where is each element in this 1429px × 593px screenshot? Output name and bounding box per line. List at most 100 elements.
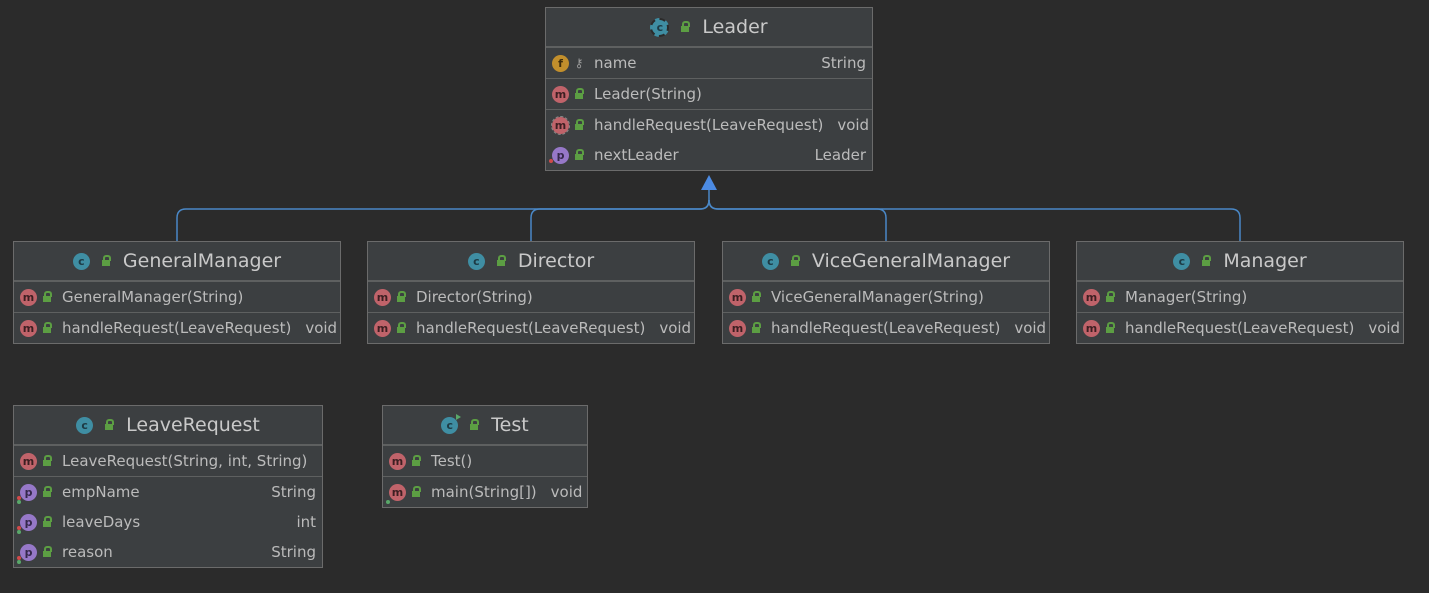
member-signature: Test(): [431, 452, 473, 470]
class-icon: c: [467, 252, 485, 270]
property-row[interactable]: p empName String: [14, 477, 322, 507]
member-signature: handleRequest(LeaveRequest): [1125, 319, 1355, 337]
lock-icon: [411, 486, 421, 498]
methods-section: m handleRequest(LeaveRequest) void: [1077, 312, 1403, 343]
lock-icon: [574, 88, 584, 100]
member-type: int: [296, 513, 316, 531]
lock-icon: [1105, 322, 1115, 334]
lock-icon: [42, 486, 52, 498]
field-row[interactable]: f ⚷ name String: [546, 48, 872, 78]
methods-section: m handleRequest(LeaveRequest) void p nex…: [546, 109, 872, 170]
constructors-section: m GeneralManager(String): [14, 281, 340, 312]
class-header: c Test: [383, 406, 587, 445]
lock-icon: [680, 21, 691, 33]
class-icon: c: [72, 252, 90, 270]
static-method-icon: m: [386, 483, 406, 504]
lock-icon: [790, 255, 800, 267]
member-signature: LeaveRequest(String, int, String): [62, 452, 308, 470]
property-icon: p: [17, 513, 37, 534]
method-row[interactable]: m handleRequest(LeaveRequest) void: [723, 313, 1049, 343]
method-icon: m: [20, 288, 37, 306]
property-row[interactable]: p nextLeader Leader: [546, 140, 872, 170]
class-name: Director: [517, 250, 595, 272]
fields-section: f ⚷ name String: [546, 47, 872, 78]
method-icon: m: [729, 288, 746, 306]
lock-icon: [411, 455, 421, 467]
member-type: Leader: [814, 146, 866, 164]
lock-icon: [574, 149, 584, 161]
runnable-class-icon: c: [441, 413, 462, 434]
member-signature: Leader(String): [594, 85, 702, 103]
property-row[interactable]: p reason String: [14, 537, 322, 567]
member-signature: handleRequest(LeaveRequest): [594, 116, 824, 134]
class-header: c ViceGeneralManager: [723, 242, 1049, 281]
class-name: Leader: [702, 16, 768, 38]
class-director[interactable]: c Director m Director(String) m handleRe…: [367, 241, 695, 344]
method-row[interactable]: m handleRequest(LeaveRequest) void: [14, 313, 340, 343]
method-row[interactable]: m handleRequest(LeaveRequest) void: [546, 110, 872, 140]
constructors-section: m LeaveRequest(String, int, String): [14, 445, 322, 476]
member-signature: reason: [62, 543, 113, 561]
method-row[interactable]: m handleRequest(LeaveRequest) void: [368, 313, 694, 343]
class-leader[interactable]: c Leader f ⚷ name String m Leader(String…: [545, 7, 873, 171]
methods-section: m handleRequest(LeaveRequest) void: [723, 312, 1049, 343]
constructors-section: m Manager(String): [1077, 281, 1403, 312]
class-header: c LeaveRequest: [14, 406, 322, 445]
member-signature: handleRequest(LeaveRequest): [62, 319, 292, 337]
class-name: LeaveRequest: [126, 414, 260, 436]
property-row[interactable]: p leaveDays int: [14, 507, 322, 537]
lock-icon: [42, 546, 52, 558]
edge-vicegeneralmanager-leader: [708, 199, 887, 241]
class-icon: c: [1173, 252, 1191, 270]
method-icon: m: [1083, 288, 1100, 306]
member-type: void: [305, 319, 338, 337]
lock-icon: [1105, 291, 1115, 303]
member-type: String: [271, 483, 316, 501]
lock-icon: [396, 322, 406, 334]
method-row[interactable]: m handleRequest(LeaveRequest) void: [1077, 313, 1403, 343]
class-name: Manager: [1223, 250, 1307, 272]
member-type: void: [659, 319, 692, 337]
method-icon: m: [552, 85, 569, 103]
class-manager[interactable]: c Manager m Manager(String) m handleRequ…: [1076, 241, 1404, 344]
key-icon: ⚷: [574, 56, 584, 70]
member-signature: nextLeader: [594, 146, 679, 164]
member-signature: GeneralManager(String): [62, 288, 244, 306]
constructor-row[interactable]: m Director(String): [368, 282, 694, 312]
class-vicegeneralmanager[interactable]: c ViceGeneralManager m ViceGeneralManage…: [722, 241, 1050, 344]
constructors-section: m Director(String): [368, 281, 694, 312]
lock-icon: [1201, 255, 1212, 267]
edge-generalmanager-leader: [176, 188, 710, 241]
class-name: ViceGeneralManager: [811, 250, 1011, 272]
property-icon: p: [17, 483, 37, 504]
constructor-row[interactable]: m Manager(String): [1077, 282, 1403, 312]
class-header: c Director: [368, 242, 694, 281]
member-type: void: [837, 116, 870, 134]
member-signature: Director(String): [416, 288, 533, 306]
field-icon: f: [552, 54, 569, 72]
constructor-row[interactable]: m Leader(String): [546, 79, 872, 109]
method-row[interactable]: m main(String[]) void: [383, 477, 587, 507]
lock-icon: [104, 419, 115, 431]
class-test[interactable]: c Test m Test() m main(String[]) void: [382, 405, 588, 508]
constructors-section: m ViceGeneralManager(String): [723, 281, 1049, 312]
member-type: void: [1014, 319, 1047, 337]
lock-icon: [42, 291, 52, 303]
class-generalmanager[interactable]: c GeneralManager m GeneralManager(String…: [13, 241, 341, 344]
constructor-row[interactable]: m Test(): [383, 446, 587, 476]
constructor-row[interactable]: m ViceGeneralManager(String): [723, 282, 1049, 312]
lock-icon: [469, 419, 480, 431]
lock-icon: [42, 322, 52, 334]
property-icon: p: [549, 146, 569, 164]
lock-icon: [574, 119, 584, 131]
class-icon: c: [761, 252, 779, 270]
class-leaverequest[interactable]: c LeaveRequest m LeaveRequest(String, in…: [13, 405, 323, 568]
constructor-row[interactable]: m GeneralManager(String): [14, 282, 340, 312]
member-signature: ViceGeneralManager(String): [771, 288, 984, 306]
member-signature: main(String[]): [431, 483, 537, 501]
method-icon: m: [729, 319, 746, 337]
member-type: void: [1368, 319, 1401, 337]
lock-icon: [42, 455, 52, 467]
constructor-row[interactable]: m LeaveRequest(String, int, String): [14, 446, 322, 476]
